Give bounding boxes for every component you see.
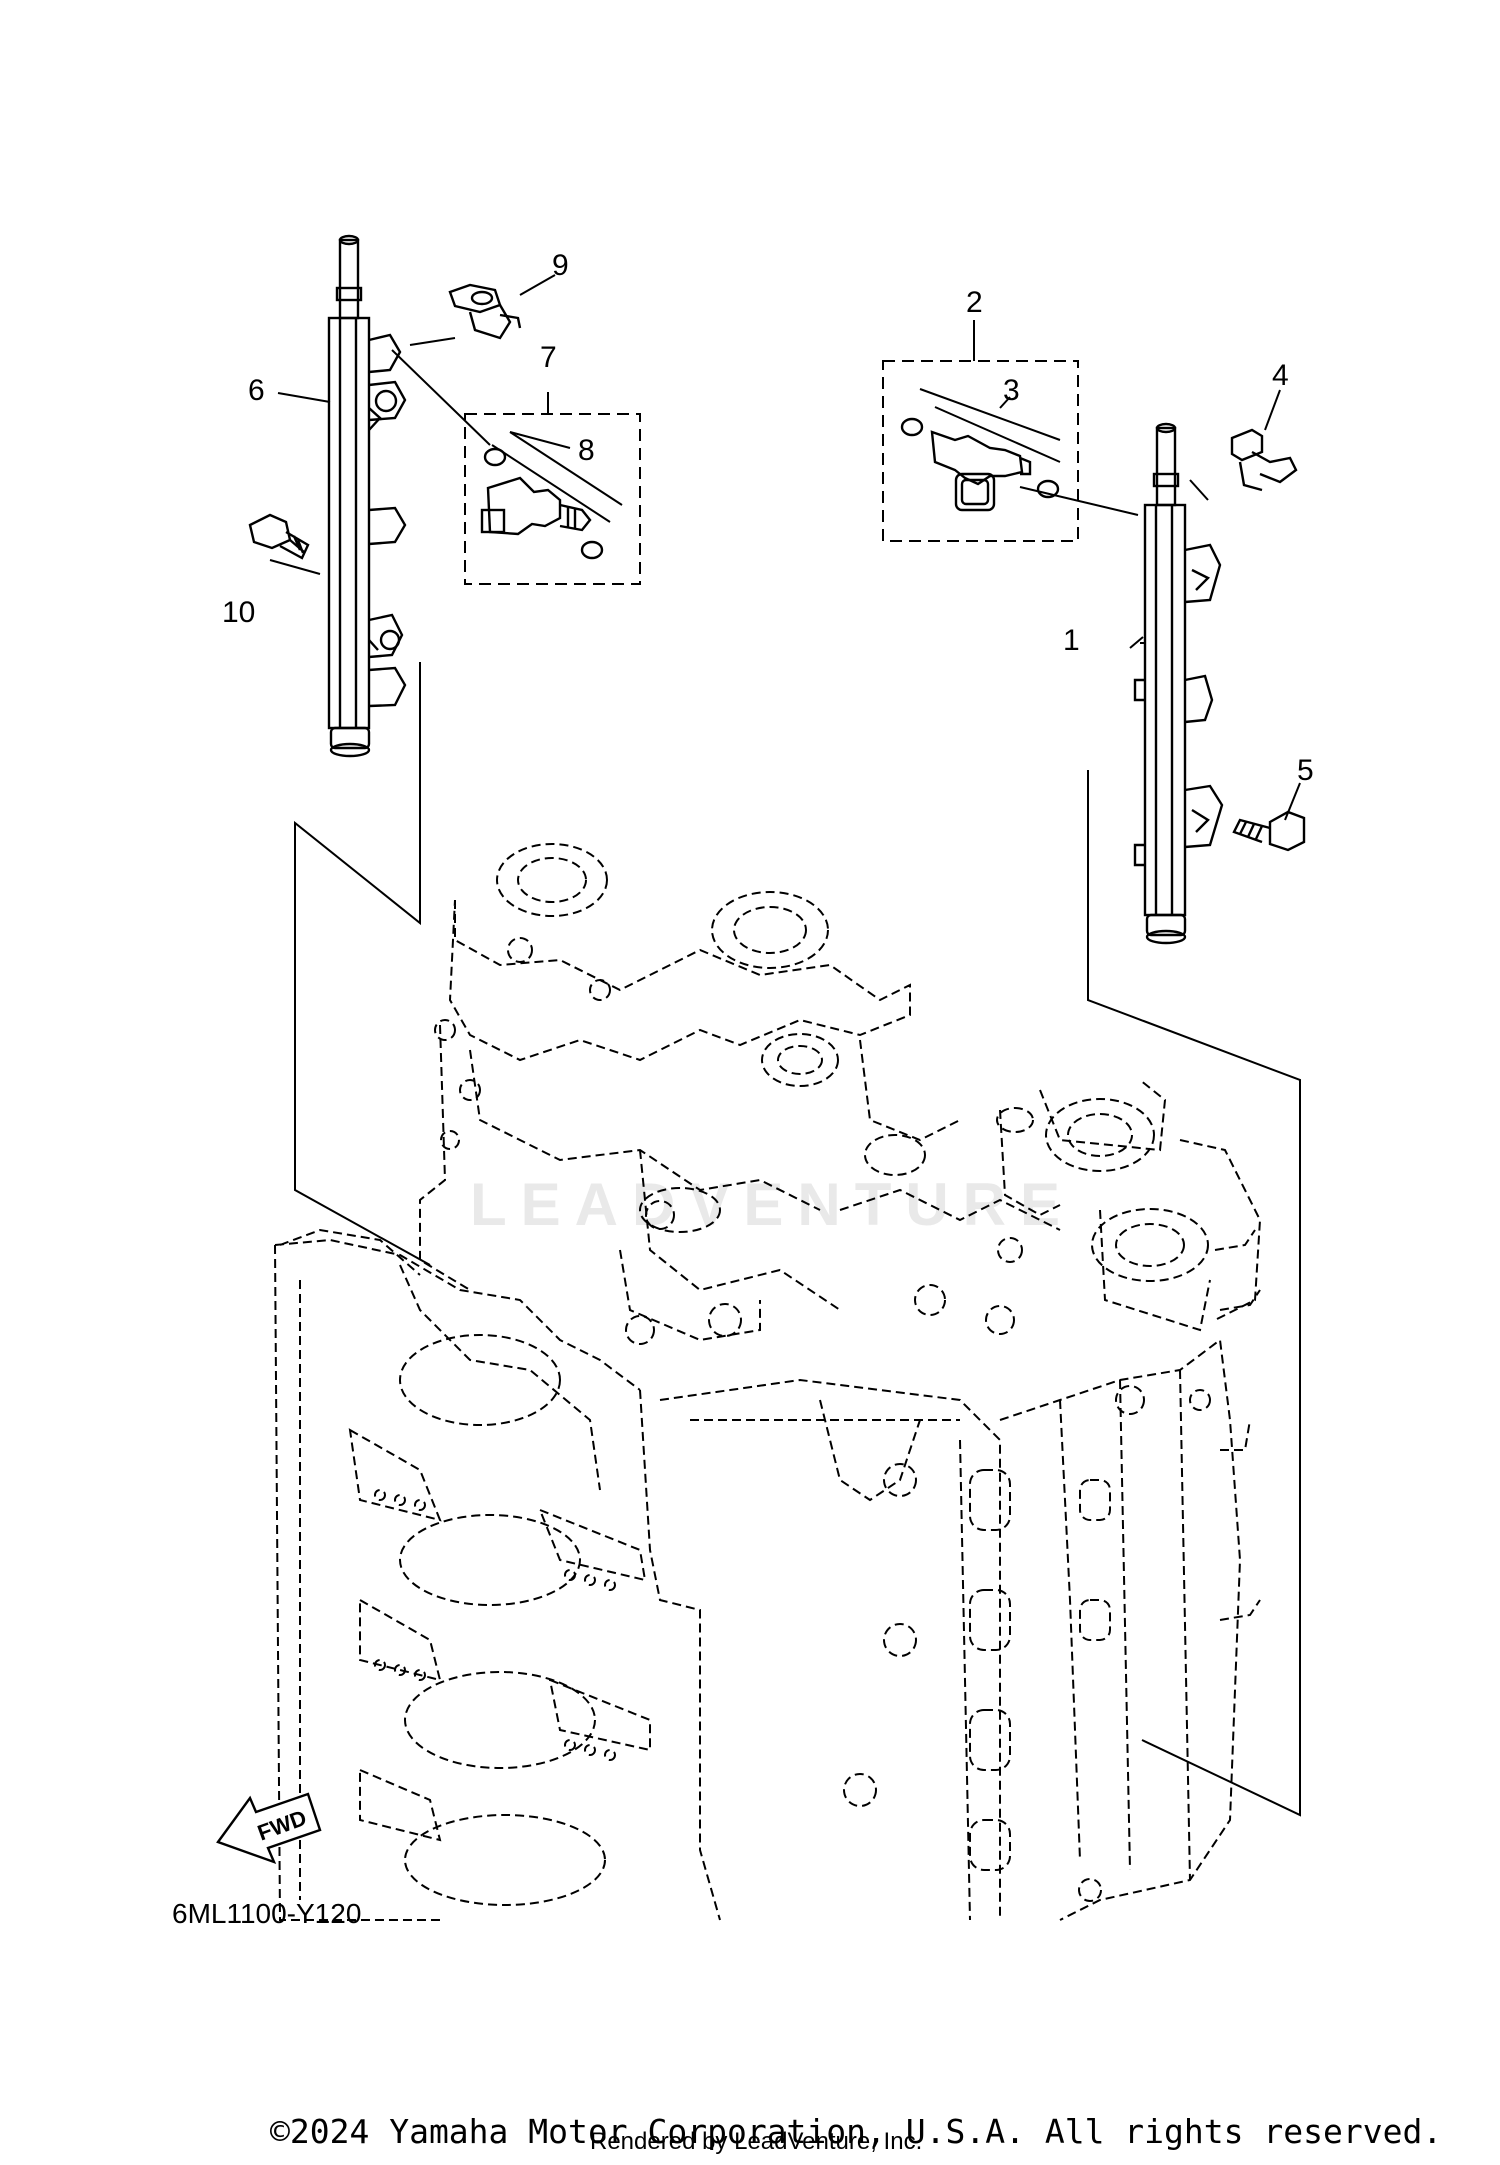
render-credit: Rendered by LeadVenture, Inc. — [590, 2128, 923, 2155]
callout-2: 2 — [966, 286, 983, 319]
callout-4: 4 — [1272, 359, 1289, 392]
callout-8: 8 — [578, 434, 595, 467]
callout-labels: 1 2 3 4 5 6 7 8 9 10 — [222, 249, 1314, 787]
callout-10: 10 — [222, 596, 255, 629]
callout-3: 3 — [1003, 374, 1020, 407]
fwd-arrow: FWD — [216, 1792, 322, 1865]
reference-lines — [269, 274, 1301, 1817]
callout-7: 7 — [540, 341, 557, 374]
fwd-arrow-icon — [216, 1792, 322, 1865]
bolt-5 — [1232, 810, 1306, 852]
callout-6: 6 — [248, 374, 265, 407]
clip-9 — [448, 283, 522, 340]
clip-4 — [1230, 428, 1298, 492]
callout-9: 9 — [552, 249, 569, 282]
callout-5: 5 — [1297, 754, 1314, 787]
diagram-code: 6ML1100-Y120 — [172, 1898, 362, 1929]
bolt-10 — [248, 513, 310, 560]
fuel-rail-6 — [327, 234, 407, 758]
fuel-injector-8 — [480, 447, 604, 560]
callout-1: 1 — [1063, 624, 1080, 657]
copyright-notice: ©2024 Yamaha Motor Corporation, U.S.A. A… — [270, 2112, 1443, 2151]
fuel-injector-3 — [900, 417, 1060, 512]
watermark-text: LEADVENTURE — [470, 1171, 1074, 1238]
engine-block — [274, 843, 1262, 1921]
fuel-rail-1 — [1133, 422, 1224, 945]
